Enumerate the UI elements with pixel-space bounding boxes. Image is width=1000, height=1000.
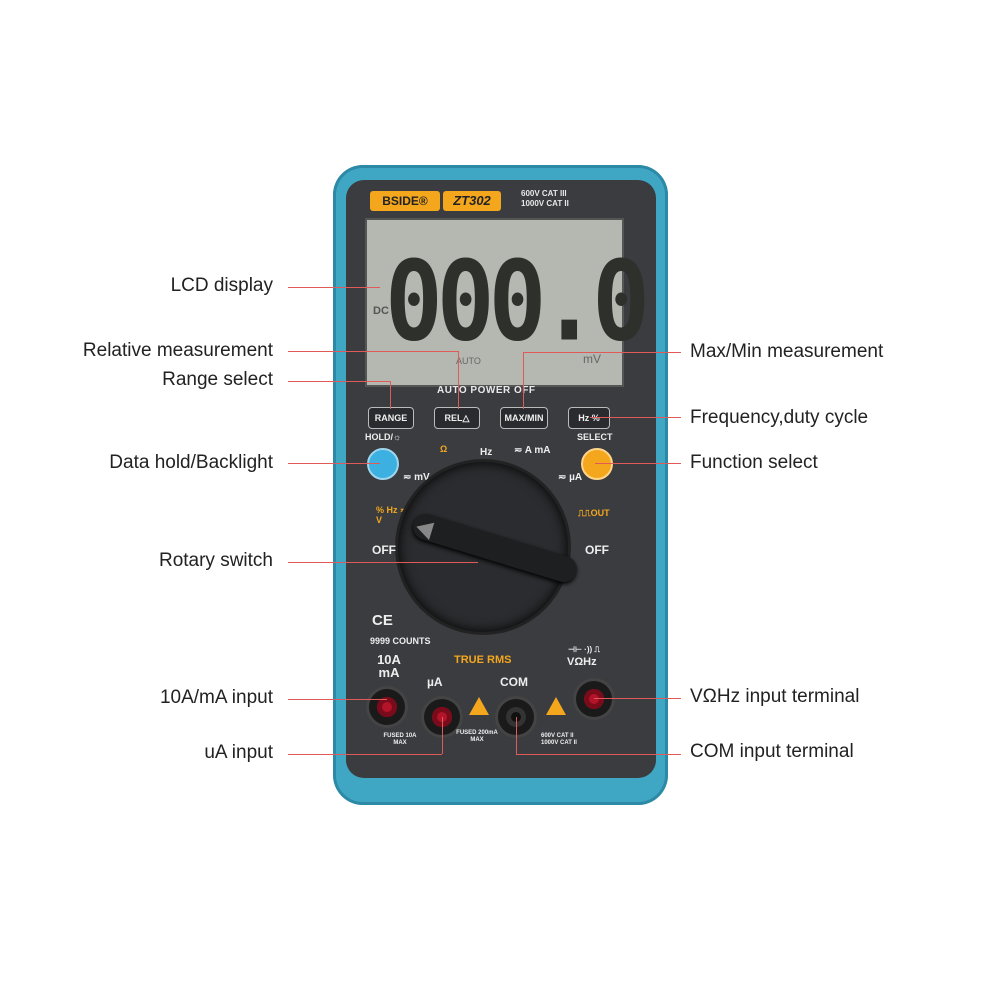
jack-10a-label: 10A mA <box>377 652 401 680</box>
leader-rotary <box>288 562 478 563</box>
dial-amp-label: ≂ A mA <box>514 445 551 456</box>
callout-vohm-input: VΩHz input terminal <box>690 686 860 707</box>
lcd-digits: 000.0 <box>385 237 650 366</box>
dial-hz-label: Hz <box>480 447 493 458</box>
rating-line-2: 1000V CAT II <box>521 199 569 208</box>
jack-v-label: VΩHz <box>567 656 597 668</box>
dial-mv-label: ≂ mV <box>403 472 430 483</box>
leader-range <box>288 381 390 382</box>
lcd-auto-indicator: AUTO <box>456 356 481 366</box>
counts-label: 9999 COUNTS <box>370 636 431 646</box>
leader-maxmin-v <box>523 352 524 409</box>
jack-v-socket[interactable] <box>576 681 612 717</box>
dial-pwm-label: ⎍⎍OUT <box>578 508 610 518</box>
leader-frequency <box>590 417 681 418</box>
jack-ua-label: µA <box>427 675 443 689</box>
lcd-unit: mV <box>583 352 601 366</box>
leader-ua-v <box>442 717 443 754</box>
jack-v-symbols: ⊣⊢ ·)) ⎍ <box>568 645 600 654</box>
warning-icon <box>469 697 489 715</box>
callout-com-input: COM input terminal <box>690 741 854 762</box>
callout-ua-input: uA input <box>204 742 273 763</box>
brand-logo: BSIDE® <box>370 191 440 211</box>
range-button[interactable]: RANGE <box>368 407 414 429</box>
jack-10a-socket[interactable] <box>369 689 405 725</box>
lcd-screen <box>365 218 624 387</box>
dial-v-label: % Hz ≂ V <box>376 505 408 525</box>
ce-mark-icon: CE <box>372 612 393 629</box>
leader-select <box>595 463 681 464</box>
callout-rotary-switch: Rotary switch <box>158 550 273 571</box>
dial-off-left: OFF <box>372 543 396 557</box>
leader-com <box>516 754 681 755</box>
callout-frequency: Frequency,duty cycle <box>690 407 869 428</box>
callout-relative-measurement: Relative measurement <box>82 340 273 361</box>
leader-vohm <box>594 698 681 699</box>
jack-com-label: COM <box>500 675 528 689</box>
callout-range-select: Range select <box>162 369 273 390</box>
callout-10a-input: 10A/mA input <box>159 687 273 708</box>
warning-icon <box>546 697 566 715</box>
leader-ua <box>288 754 442 755</box>
callout-function-select: Function select <box>690 452 818 473</box>
leader-rel-v <box>458 351 459 409</box>
leader-maxmin <box>523 352 681 353</box>
leader-com-v <box>516 717 517 754</box>
dial-ua-label: ≂ µA <box>558 472 583 483</box>
select-label: SELECT <box>577 432 613 442</box>
true-rms-label: TRUE RMS <box>454 654 512 666</box>
hz-duty-button[interactable]: Hz % <box>568 407 610 429</box>
callout-lcd-display: LCD display <box>170 275 273 296</box>
leader-10a <box>288 699 387 700</box>
leader-hold <box>288 463 380 464</box>
leader-lcd <box>288 287 380 288</box>
dial-ohm-label: Ω <box>440 444 448 454</box>
hold-backlight-button[interactable] <box>367 448 399 480</box>
hold-label: HOLD/☼ <box>365 432 402 442</box>
rel-button[interactable]: REL△ <box>434 407 480 429</box>
dial-off-right: OFF <box>585 543 609 557</box>
auto-power-off-label: AUTO POWER OFF <box>437 385 536 396</box>
cat-rating-bottom: 600V CAT II 1000V CAT II <box>541 733 577 746</box>
leader-range-v <box>390 381 391 409</box>
select-button[interactable] <box>581 448 613 480</box>
rating-line-1: 600V CAT III <box>521 189 567 198</box>
callout-maxmin: Max/Min measurement <box>690 341 884 362</box>
maxmin-button[interactable]: MAX/MIN <box>500 407 548 429</box>
fuse-200ma-label: FUSED 200mA MAX <box>456 730 498 743</box>
lcd-dc-indicator: DC <box>373 305 389 317</box>
fuse-10a-label: FUSED 10A MAX <box>383 733 417 746</box>
callout-data-hold: Data hold/Backlight <box>109 452 273 473</box>
model-badge: ZT302 <box>443 191 501 211</box>
leader-rel <box>288 351 458 352</box>
